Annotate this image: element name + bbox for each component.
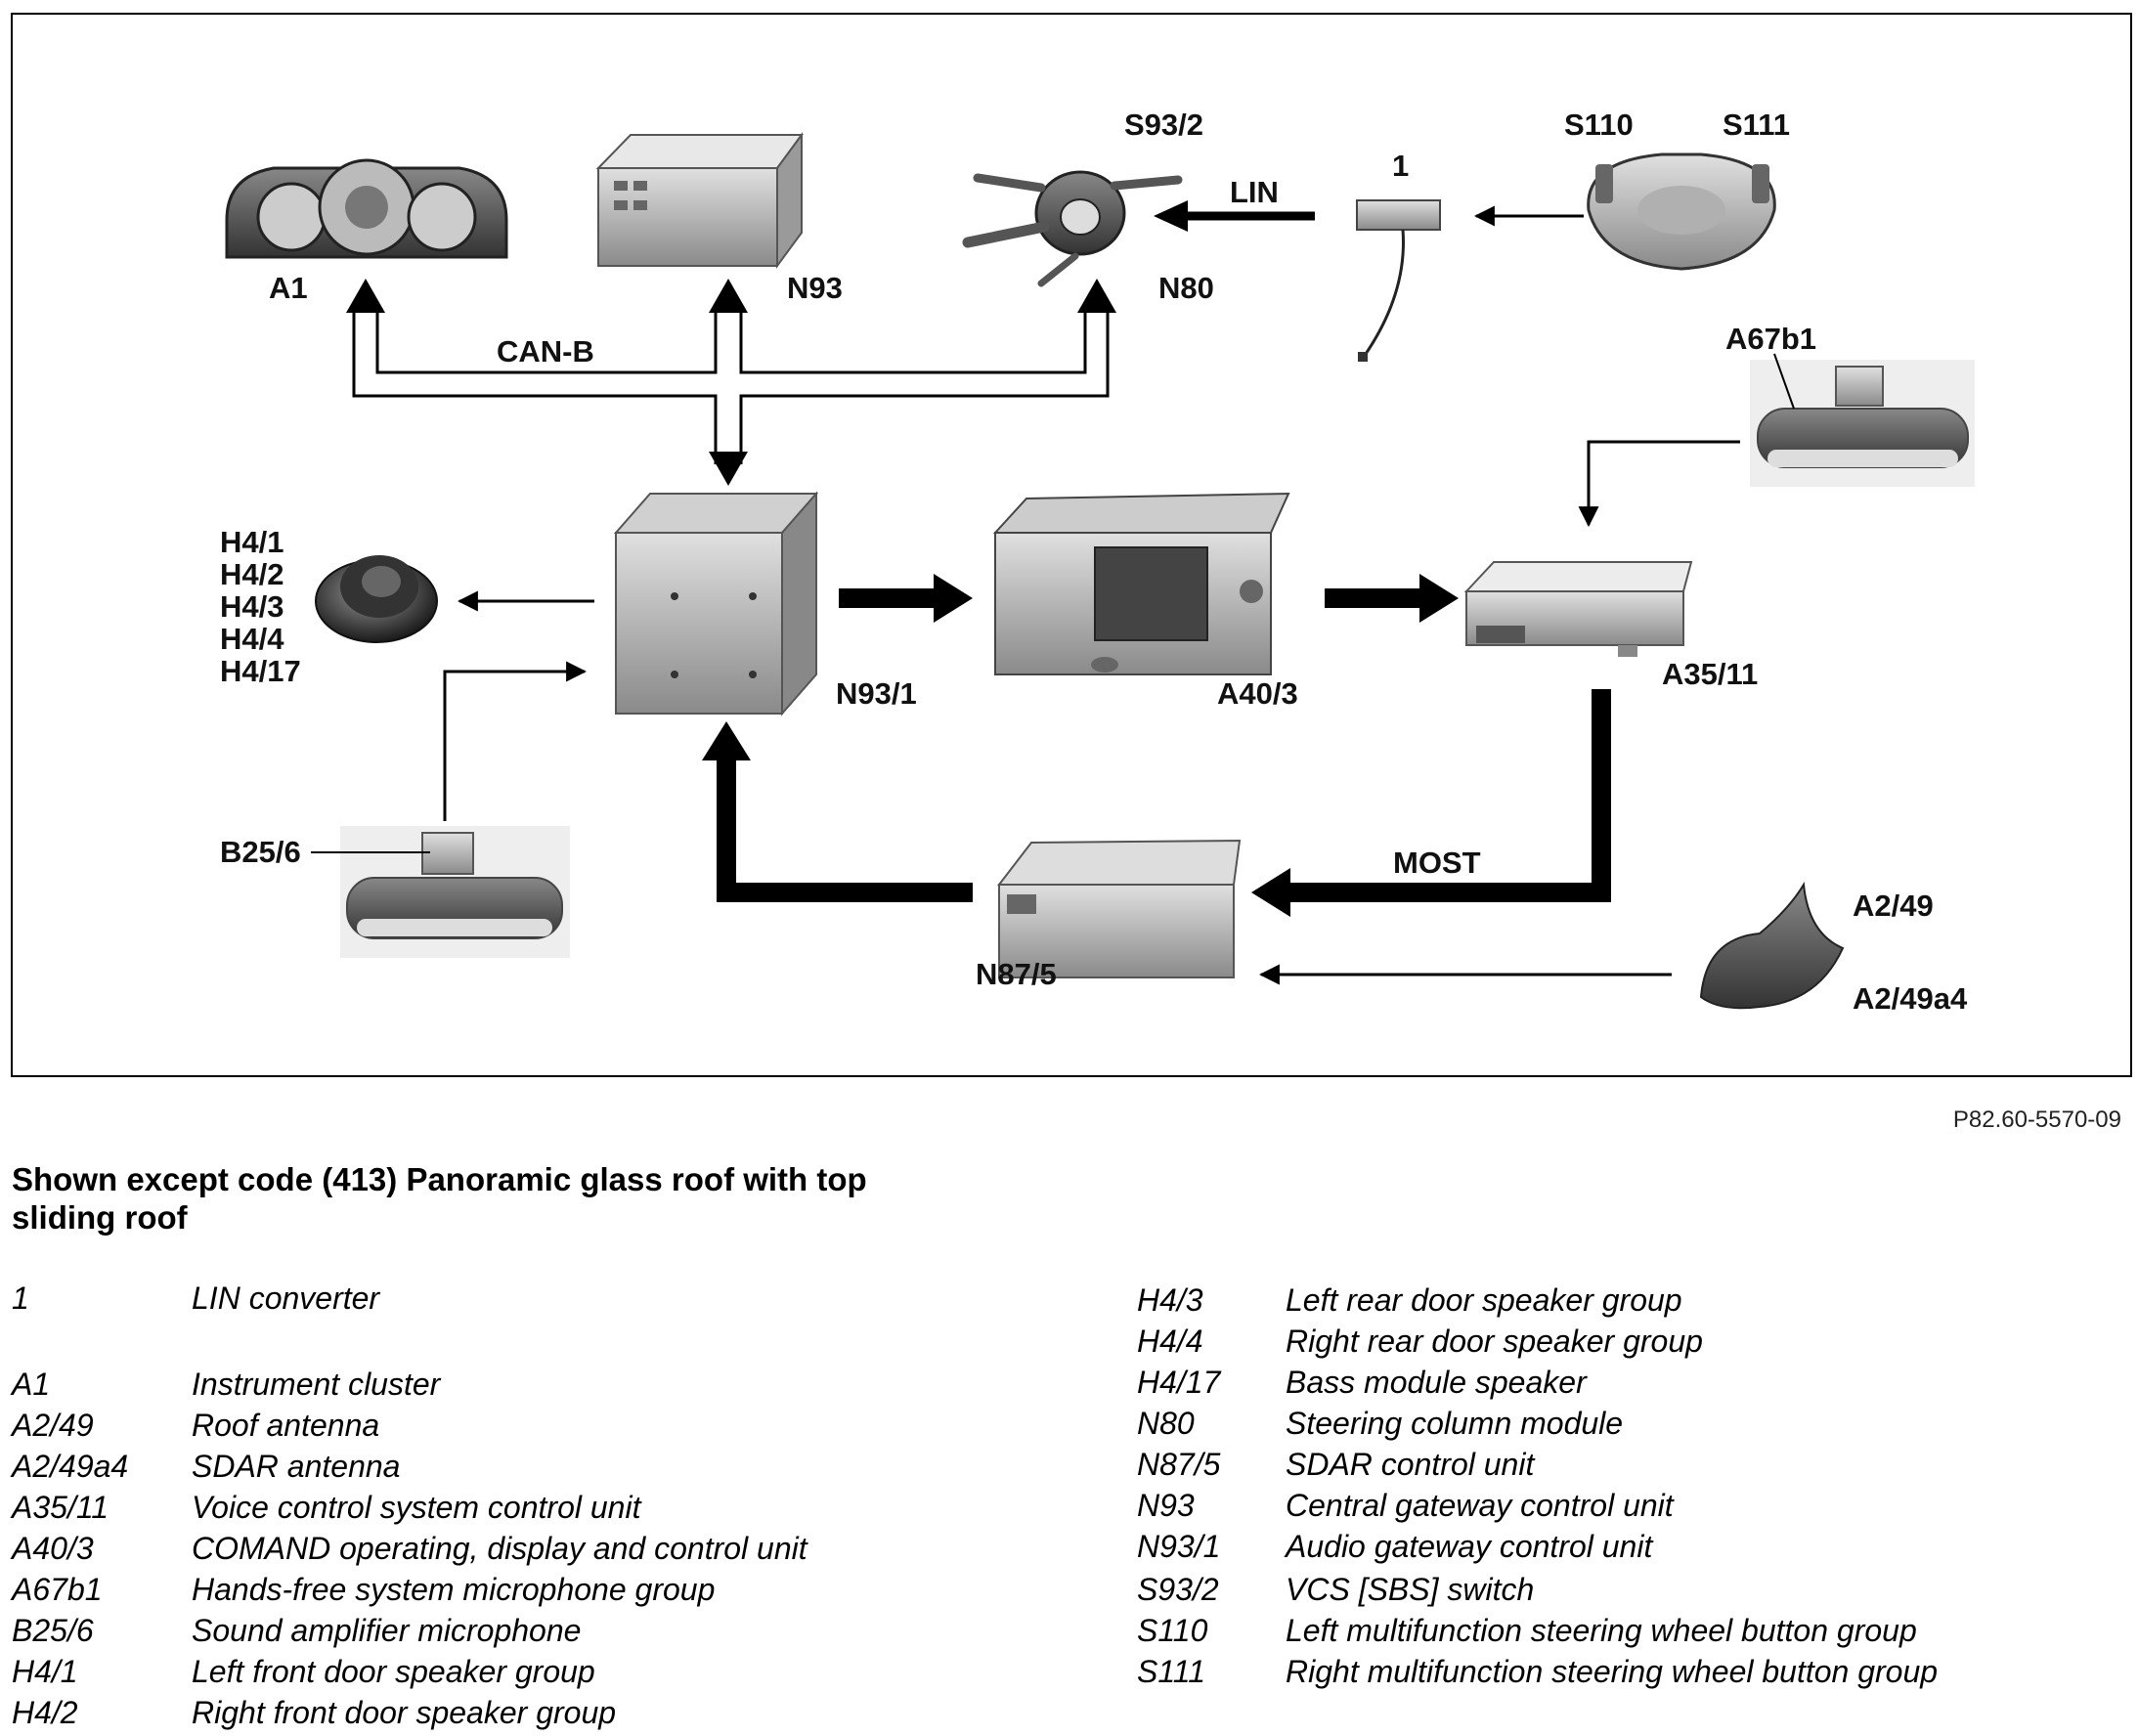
label-n87-5: N87/5: [976, 957, 1057, 991]
central-gateway-image: [595, 131, 804, 270]
label-lin: LIN: [1230, 175, 1279, 209]
label-a2-49a4: A2/49a4: [1853, 981, 1968, 1016]
label-lin-converter: 1: [1392, 149, 1409, 183]
steering-wheel-unit-image: [1587, 152, 1776, 271]
most-ring: [702, 574, 1611, 917]
legend-code: N93/1: [1137, 1529, 1221, 1564]
label-a35-11: A35/11: [1662, 657, 1758, 691]
legend-code: H4/1: [12, 1654, 78, 1689]
label-h4-2: H4/2: [220, 557, 284, 591]
roof-antenna-image: [1699, 881, 1845, 1010]
figure-caption: Shown except code (413) Panoramic glass …: [12, 1161, 867, 1236]
steering-column-switch-image: [962, 170, 1183, 287]
label-b25-6: B25/6: [220, 835, 301, 869]
can-b-bus: [352, 311, 1110, 464]
legend-desc: Bass module speaker: [1286, 1365, 1587, 1400]
hands-free-microphone-image: [1750, 360, 1975, 487]
label-n93: N93: [787, 271, 843, 305]
legend-code: N80: [1137, 1406, 1195, 1441]
legend-desc: SDAR antenna: [192, 1449, 401, 1484]
speaker-image: [315, 555, 438, 643]
a67b1-to-a35-11-arrow: [1578, 440, 1740, 528]
legend-code: A67b1: [12, 1572, 103, 1607]
a67b1-leader: [1773, 353, 1795, 410]
label-s110: S110: [1564, 108, 1634, 142]
legend-code: H4/17: [1137, 1365, 1221, 1400]
legend-desc: Sound amplifier microphone: [192, 1613, 582, 1648]
legend-code: A2/49a4: [12, 1449, 129, 1484]
comand-unit-image: [992, 492, 1290, 675]
label-h4-4: H4/4: [220, 622, 284, 656]
legend-desc: Central gateway control unit: [1286, 1488, 1674, 1523]
label-h4-3: H4/3: [220, 589, 284, 624]
legend-code: S93/2: [1137, 1572, 1219, 1607]
legend-code: S111: [1137, 1654, 1205, 1689]
label-h4-17: H4/17: [220, 654, 301, 688]
label-s111: S111: [1723, 108, 1790, 142]
legend-desc: Voice control system control unit: [192, 1490, 641, 1525]
label-h4-1: H4/1: [220, 525, 284, 559]
legend-desc: Audio gateway control unit: [1286, 1529, 1653, 1564]
label-a67b1: A67b1: [1725, 322, 1816, 356]
legend-desc: Steering column module: [1286, 1406, 1624, 1441]
legend-code: A2/49: [12, 1408, 94, 1443]
sound-amplifier-microphone-image: [340, 826, 570, 958]
lin-arrow: [1154, 200, 1315, 232]
legend-code: B25/6: [12, 1613, 94, 1648]
legend-code: H4/2: [12, 1695, 78, 1730]
label-n93-1: N93/1: [836, 676, 917, 711]
legend-desc: VCS [SBS] switch: [1286, 1572, 1535, 1607]
label-can-b: CAN-B: [497, 334, 594, 369]
label-a2-49: A2/49: [1853, 889, 1934, 923]
legend-desc: Instrument cluster: [192, 1367, 441, 1402]
legend-desc: Left rear door speaker group: [1286, 1282, 1682, 1318]
label-s93-2: S93/2: [1124, 108, 1203, 142]
legend-code: A35/11: [12, 1490, 109, 1525]
legend-code: A1: [12, 1367, 51, 1402]
voice-control-unit-image: [1463, 561, 1693, 657]
legend-code: H4/4: [1137, 1324, 1203, 1359]
legend-code: H4/3: [1137, 1282, 1203, 1318]
legend-desc: Left multifunction steering wheel button…: [1286, 1613, 1917, 1648]
sdar-control-unit-image: [996, 839, 1242, 978]
legend-code: 1: [12, 1280, 29, 1316]
legend-desc: Left front door speaker group: [192, 1654, 595, 1689]
legend-code: A40/3: [12, 1531, 94, 1566]
legend-desc: Roof antenna: [192, 1408, 380, 1443]
instrument-cluster-image: [225, 158, 508, 259]
legend-code: N93: [1137, 1488, 1195, 1523]
legend-desc: SDAR control unit: [1286, 1447, 1535, 1482]
legend-desc: Right rear door speaker group: [1286, 1324, 1703, 1359]
label-most: MOST: [1393, 846, 1481, 880]
label-a1: A1: [269, 271, 308, 305]
can-b-arrowheads: [346, 279, 1116, 486]
lin-converter-image: [1356, 199, 1441, 362]
legend-code: S110: [1137, 1613, 1208, 1648]
legend-desc: Right front door speaker group: [192, 1695, 617, 1730]
legend-desc: LIN converter: [192, 1280, 380, 1316]
legend-desc: Hands-free system microphone group: [192, 1572, 716, 1607]
legend-desc: Right multifunction steering wheel butto…: [1286, 1654, 1939, 1689]
wiring-diagram: A1 N93 S93/2 N80 1 S110 S111 LIN CAN-B A…: [11, 13, 2132, 1077]
label-n80: N80: [1158, 271, 1214, 305]
b25-6-to-audio-gateway-arrow: [443, 661, 588, 821]
label-a40-3: A40/3: [1217, 676, 1298, 711]
figure-reference: P82.60-5570-09: [1952, 1107, 2121, 1133]
audio-gateway-image: [613, 491, 819, 716]
legend-code: N87/5: [1137, 1447, 1221, 1482]
legend-desc: COMAND operating, display and control un…: [192, 1531, 807, 1566]
